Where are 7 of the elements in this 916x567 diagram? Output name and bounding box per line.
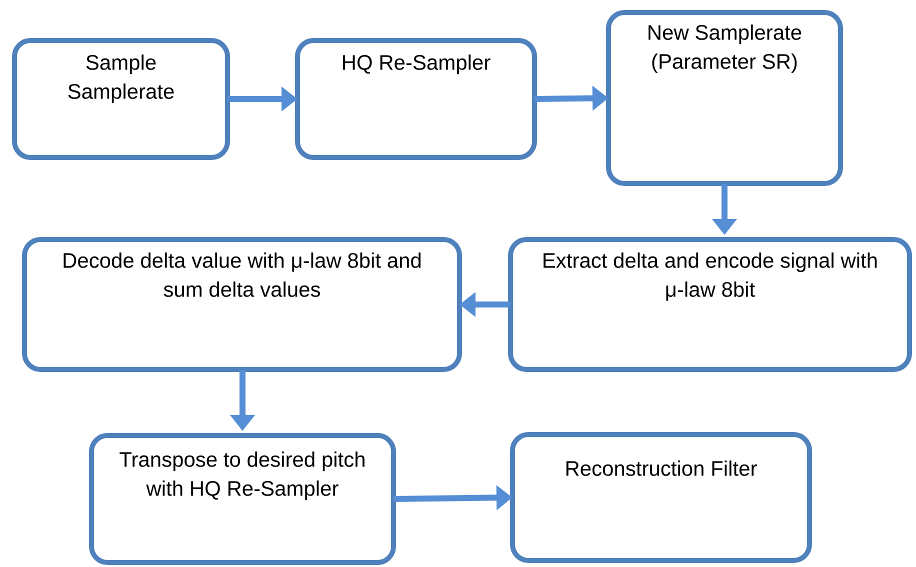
process-box: HQ Re-Sampler	[295, 38, 537, 160]
process-box: Extract delta and encode signal with μ-law 8bit	[508, 237, 912, 372]
process-box: Reconstruction Filter	[510, 432, 812, 563]
process-box: Sample Samplerate	[12, 38, 230, 160]
process-box: Transpose to desired pitch with HQ Re-Sampler	[89, 433, 396, 565]
process-box: New Samplerate (Parameter SR)	[606, 10, 843, 186]
process-box: Decode delta value with μ-law 8bit and sum delta values	[22, 237, 462, 372]
